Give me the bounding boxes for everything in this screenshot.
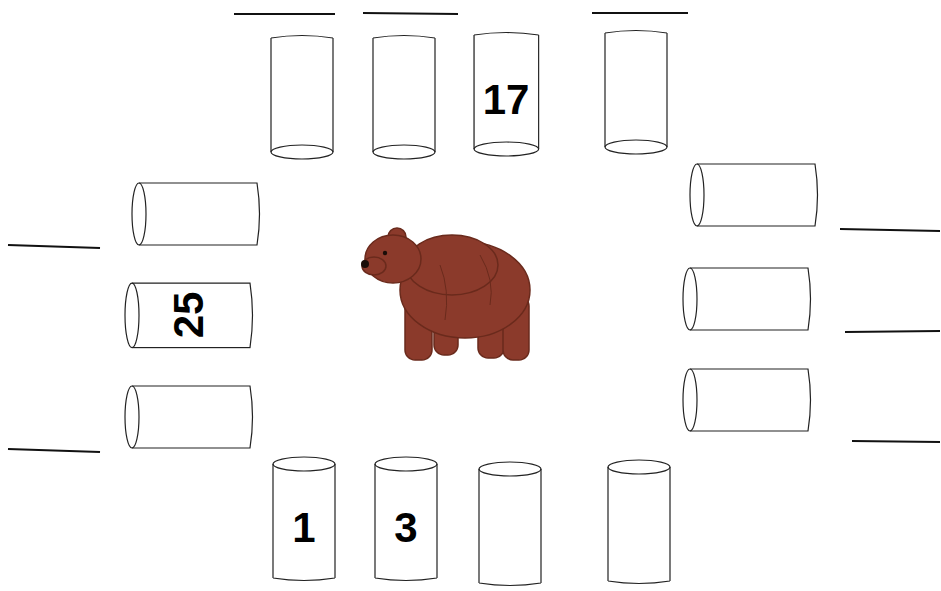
can (132, 183, 260, 245)
can (125, 386, 253, 448)
answer-line (363, 13, 458, 14)
number-can: 3 (374, 455, 438, 583)
empty-cans (125, 31, 818, 586)
bear (361, 228, 530, 360)
answer-line (234, 13, 335, 15)
can (683, 369, 811, 431)
number-can: 1 (272, 455, 336, 583)
can (690, 164, 818, 226)
can (373, 36, 435, 160)
number-can: 17 (473, 30, 540, 158)
can (605, 31, 667, 155)
answer-line (592, 12, 688, 14)
answer-line (845, 331, 940, 332)
can-number: 25 (168, 292, 210, 339)
answer-lines (8, 13, 940, 452)
bear-nose (361, 260, 369, 268)
can (479, 462, 541, 586)
answer-line (840, 229, 940, 231)
can (375, 457, 437, 581)
answer-line (852, 441, 940, 442)
can (271, 36, 333, 160)
can (474, 33, 539, 157)
can (125, 283, 253, 348)
answer-line (8, 245, 100, 248)
bear-snout (362, 257, 386, 275)
can (683, 268, 811, 330)
answer-line (8, 449, 100, 452)
can-number: 17 (483, 79, 530, 121)
can (273, 457, 335, 581)
can (608, 460, 670, 584)
can-number: 3 (394, 507, 417, 549)
number-can: 25 (123, 282, 255, 349)
bear-eye (383, 251, 387, 255)
can-number: 1 (292, 507, 315, 549)
bear-fur-line (440, 255, 491, 320)
